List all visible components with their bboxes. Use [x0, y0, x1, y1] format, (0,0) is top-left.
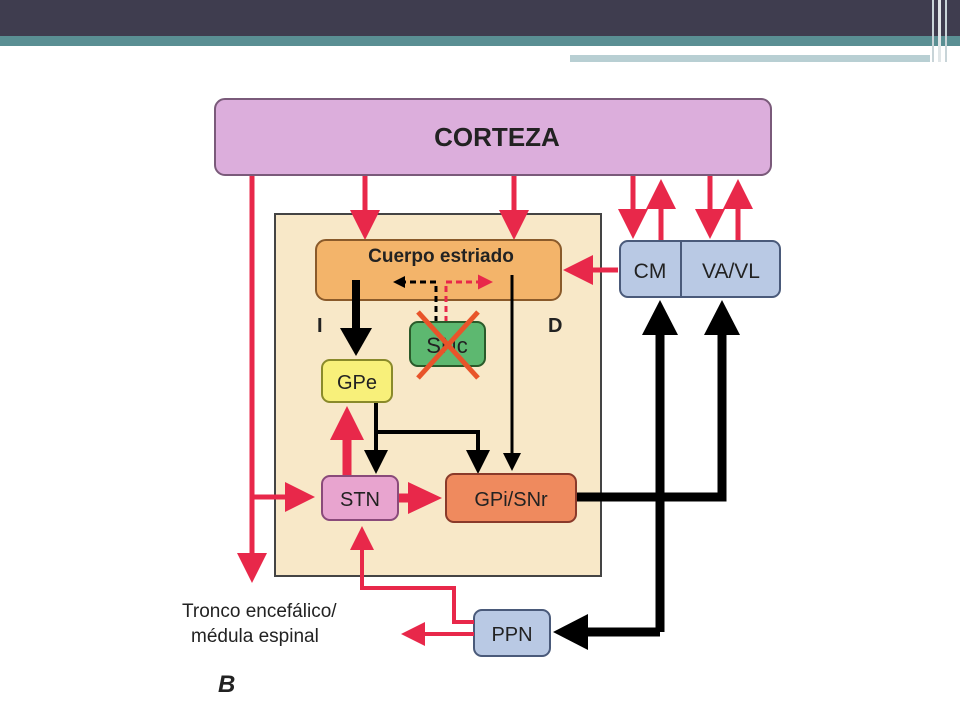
gpi-to-vavl-arrowhead	[704, 300, 740, 335]
direct-label: D	[548, 315, 562, 337]
indirect-label: I	[317, 315, 323, 337]
vavl-label: VA/VL	[702, 260, 760, 283]
thalamus-node: CM VA/VL	[619, 240, 781, 298]
striatum-label: Cuerpo estriado	[368, 246, 514, 267]
brainstem-label-line1: Tronco encefálico/	[182, 601, 337, 622]
ppn-to-stn-arrow	[350, 526, 474, 624]
snc-to-striatum-inhibitory-dashed	[393, 276, 438, 322]
slide-accent-line-light	[570, 55, 930, 62]
gpi-to-vavl-arrow	[577, 330, 727, 502]
gpi-snr-node: GPi/SNr	[445, 473, 577, 523]
gpi-to-cm-arrowhead	[642, 300, 678, 335]
ppn-label: PPN	[491, 624, 532, 646]
snc-to-striatum-excitatory-dashed	[444, 274, 493, 322]
striatum-node: Cuerpo estriado	[315, 239, 562, 301]
brainstem-label-line2: médula espinal	[191, 626, 319, 647]
stn-to-gpe-arrowhead	[330, 406, 364, 440]
cm-label: CM	[634, 260, 667, 283]
gpi-to-ppn-arrowhead	[553, 614, 588, 650]
stn-to-gpi-arrowhead	[408, 482, 442, 514]
snc-lesion-cross-2	[416, 310, 480, 380]
gpe-label: GPe	[337, 372, 377, 394]
panel-label: B	[218, 671, 235, 698]
cortex-label: CORTEZA	[434, 122, 560, 152]
gpi-snr-label: GPi/SNr	[474, 489, 548, 511]
gpe-to-gpi-arrow	[376, 430, 490, 474]
striatum-to-gpe-arrowhead	[340, 328, 372, 356]
stn-node: STN	[321, 475, 399, 521]
slide-corner-decoration	[932, 0, 947, 62]
slide-accent-line	[0, 36, 960, 46]
snc-node: SNc	[409, 310, 486, 380]
cortex-node: CORTEZA	[214, 98, 772, 176]
stn-label: STN	[340, 489, 380, 511]
gpe-node: GPe	[321, 359, 393, 403]
ppn-node: PPN	[473, 609, 551, 657]
slide-top-bar	[0, 0, 960, 36]
